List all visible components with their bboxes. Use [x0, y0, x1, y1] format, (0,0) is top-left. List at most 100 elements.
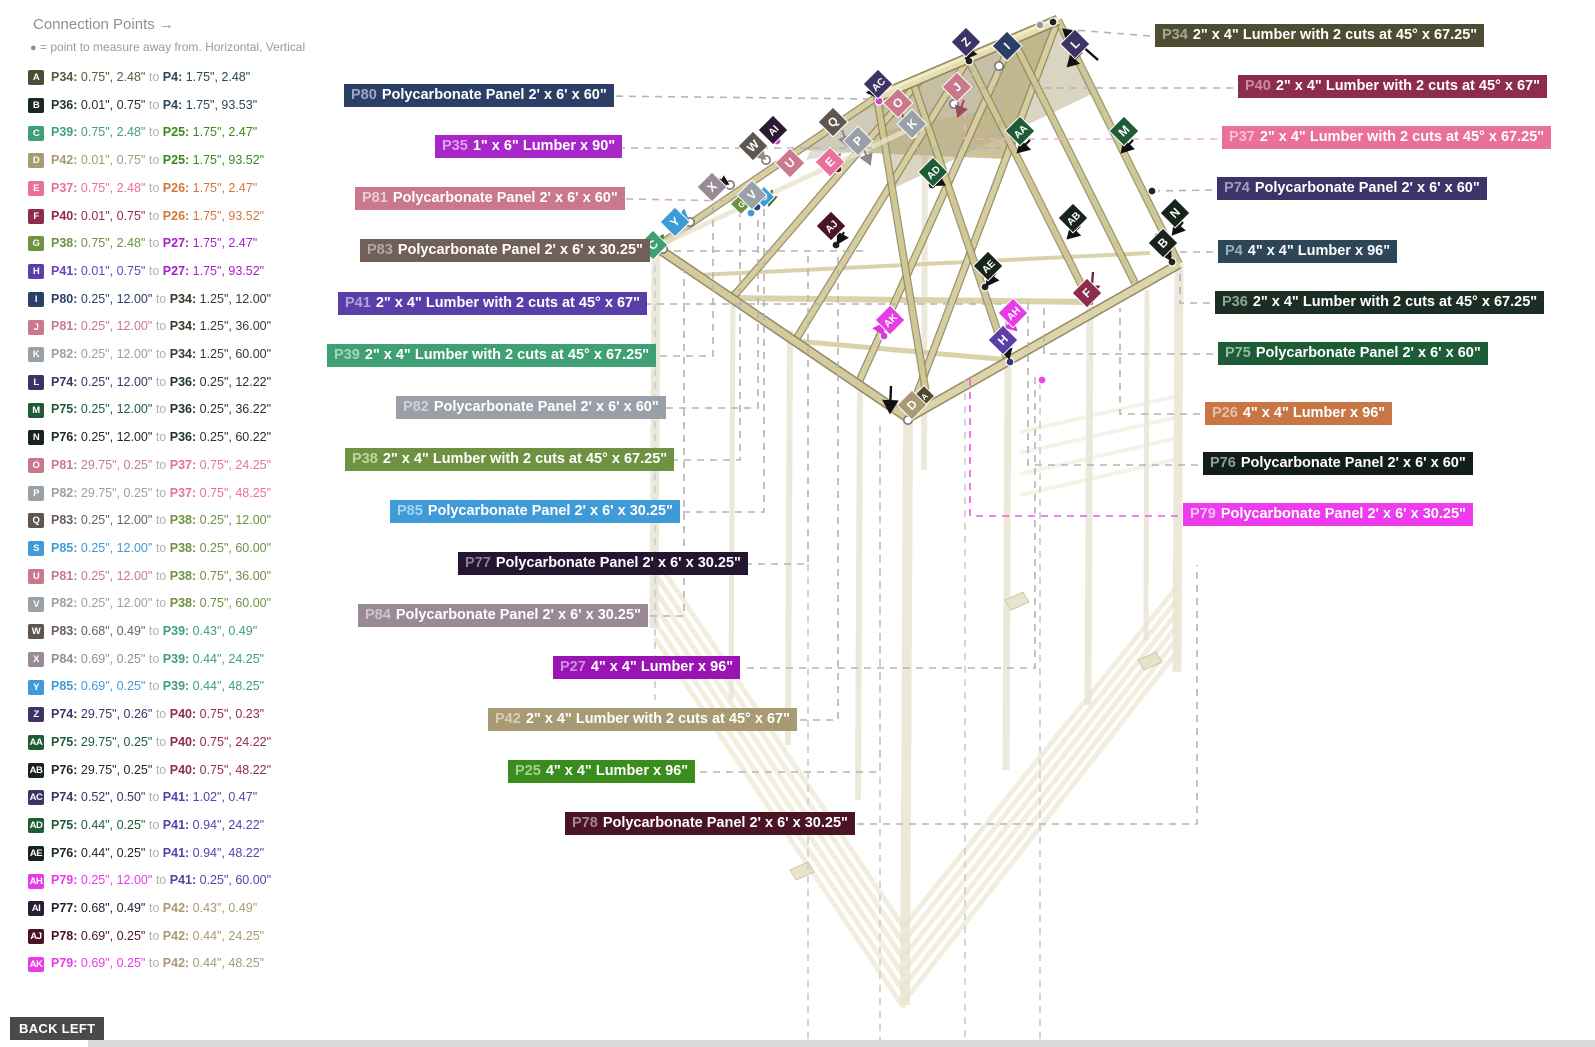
marker-W[interactable]: W	[737, 130, 769, 162]
legend-badge[interactable]: Z	[28, 707, 44, 723]
marker-L[interactable]: L	[1059, 28, 1091, 60]
legend-badge[interactable]: M	[28, 402, 44, 418]
legend-badge[interactable]: U	[28, 568, 44, 584]
legend-badge[interactable]: AC	[28, 790, 44, 806]
legend-badge[interactable]: AI	[28, 901, 44, 917]
legend-badge[interactable]: F	[28, 208, 44, 224]
legend-badge[interactable]: D	[28, 153, 44, 169]
marker-E[interactable]: E	[814, 146, 846, 178]
marker-AK[interactable]: AK	[874, 304, 906, 336]
legend-badge[interactable]: O	[28, 458, 44, 473]
legend-badge[interactable]: AK	[28, 956, 44, 972]
horizontal-scrollbar[interactable]	[88, 1040, 1595, 1047]
legend-badge[interactable]: C	[28, 125, 44, 141]
legend-badge[interactable]: E	[28, 181, 44, 196]
legend-badge[interactable]: Q	[28, 513, 44, 529]
marker-N[interactable]: N	[1159, 197, 1191, 229]
legend-badge[interactable]: K	[28, 347, 44, 363]
legend-badge[interactable]: AJ	[28, 928, 44, 944]
legend-badge[interactable]: J	[28, 319, 44, 335]
marker-V[interactable]: V	[736, 179, 768, 211]
legend-badge[interactable]: H	[28, 264, 44, 280]
marker-U[interactable]: U	[774, 147, 806, 179]
marker-B[interactable]: B	[1147, 227, 1179, 259]
marker-O[interactable]: O	[882, 87, 914, 119]
legend-badge[interactable]: W	[28, 624, 44, 640]
marker-M[interactable]: M	[1108, 115, 1140, 147]
marker-AB[interactable]: AB	[1057, 202, 1089, 234]
marker-AH[interactable]: AH	[997, 297, 1029, 329]
marker-Q[interactable]: Q	[817, 106, 849, 138]
legend-badge[interactable]: P	[28, 485, 44, 501]
marker-K[interactable]: K	[896, 108, 928, 140]
back-left-button[interactable]: BACK LEFT	[10, 1017, 105, 1040]
marker-D[interactable]: D	[896, 389, 928, 421]
marker-X[interactable]: X	[696, 171, 728, 203]
legend-badge[interactable]: A	[28, 70, 44, 86]
legend-badge[interactable]: L	[28, 374, 44, 390]
legend-badge[interactable]: Y	[28, 679, 44, 695]
legend-badge[interactable]: I	[28, 291, 44, 307]
legend-badge[interactable]: AE	[28, 845, 44, 861]
marker-Y[interactable]: Y	[659, 206, 691, 238]
marker-AA[interactable]: AA	[1004, 115, 1036, 147]
marker-AE[interactable]: AE	[972, 250, 1004, 282]
marker-P[interactable]: P	[842, 125, 874, 157]
marker-I[interactable]: I	[991, 30, 1023, 62]
legend-badge[interactable]: AD	[28, 818, 44, 834]
marker-J[interactable]: J	[941, 71, 973, 103]
